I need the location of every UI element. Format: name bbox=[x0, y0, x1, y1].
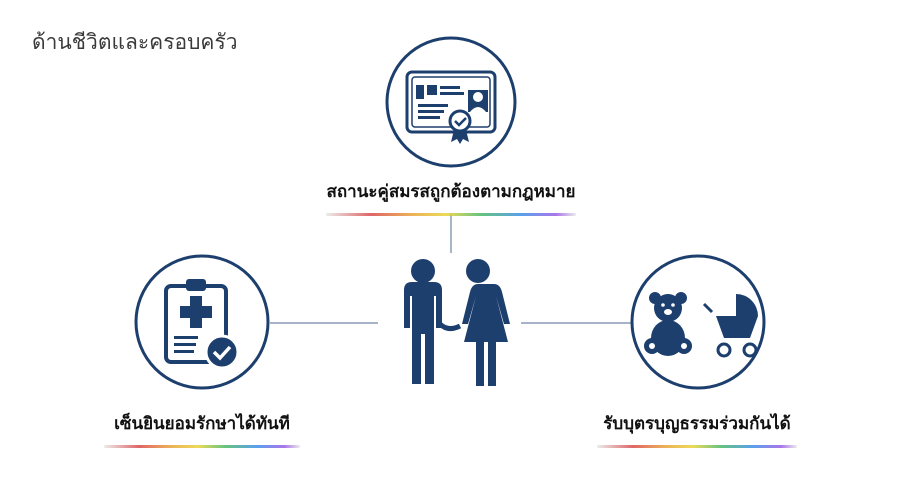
label-right-underline bbox=[597, 445, 797, 448]
label-left-underline bbox=[104, 445, 300, 448]
label-left: เซ็นยินยอมรักษาได้ทันที bbox=[104, 410, 300, 448]
teddy-bear-stroller-icon bbox=[630, 254, 766, 390]
label-top-text: สถานะคู่สมรสถูกต้องตามกฎหมาย bbox=[326, 182, 576, 202]
label-right-text: รับบุตรบุญธรรมร่วมกันได้ bbox=[603, 414, 791, 434]
label-top: สถานะคู่สมรสถูกต้องตามกฎหมาย bbox=[326, 178, 576, 216]
label-left-text: เซ็นยินยอมรักษาได้ทันที bbox=[114, 414, 290, 434]
medical-consent-clipboard-icon bbox=[134, 254, 270, 390]
label-right: รับบุตรบุญธรรมร่วมกันได้ bbox=[597, 410, 797, 448]
page-title: ด้านชีวิตและครอบครัว bbox=[32, 30, 238, 54]
label-top-underline bbox=[326, 213, 576, 216]
couple-icon bbox=[404, 259, 510, 386]
marriage-certificate-icon bbox=[385, 36, 517, 168]
